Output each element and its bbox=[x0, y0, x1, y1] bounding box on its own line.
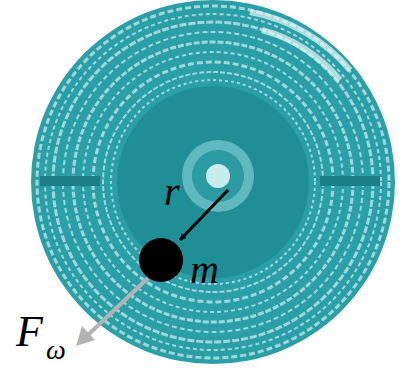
disc-band-left bbox=[40, 176, 100, 186]
force-arrow bbox=[88, 278, 148, 335]
disc bbox=[31, 0, 395, 364]
mass-dot bbox=[139, 238, 183, 282]
force-subscript: ω bbox=[46, 336, 66, 364]
force-arrowhead bbox=[76, 326, 95, 346]
radius-label: r bbox=[164, 172, 180, 212]
disc-glare bbox=[250, 12, 350, 80]
disc-hub bbox=[192, 150, 244, 202]
disc-band-right bbox=[320, 176, 380, 186]
disc-spindle-hole bbox=[206, 164, 230, 188]
radius-arrow bbox=[180, 190, 228, 240]
force-label: F bbox=[16, 310, 43, 354]
disc-grooves bbox=[37, 6, 389, 358]
mass-label: m bbox=[190, 250, 219, 290]
